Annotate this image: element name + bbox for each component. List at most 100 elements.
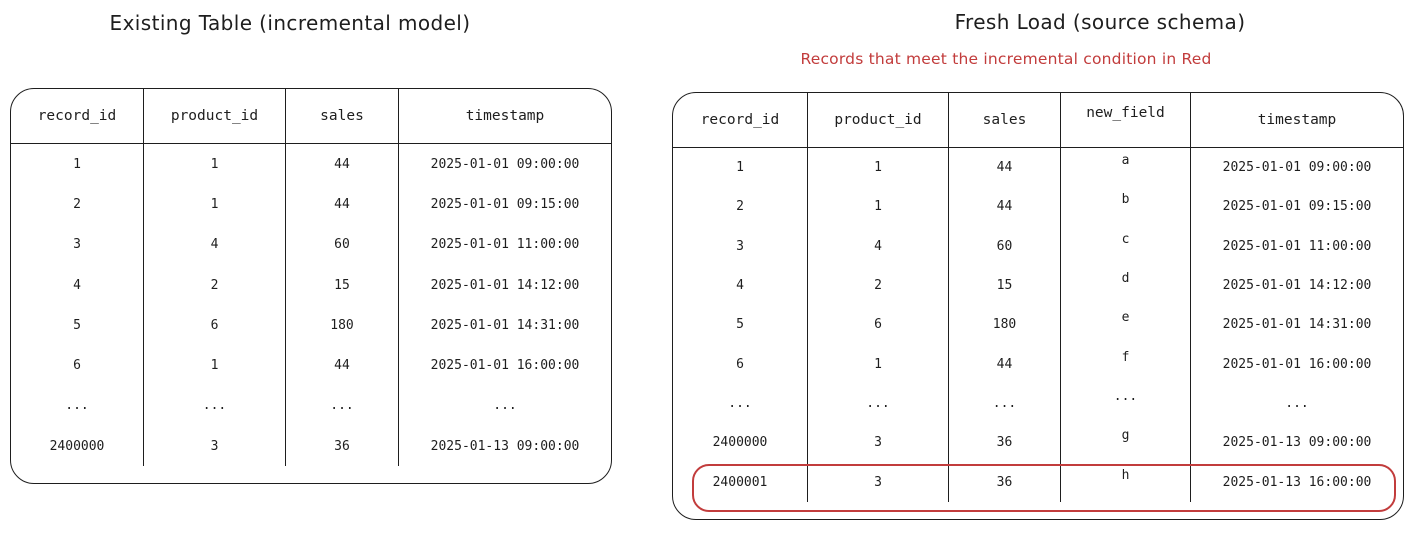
table-cell: 2400001 (673, 462, 808, 502)
table-cell: 5 (11, 305, 144, 346)
table-cell: 3 (11, 224, 144, 265)
table-cell: 2025-01-01 14:31:00 (1191, 305, 1403, 344)
table-cell: 2025-01-01 09:00:00 (399, 144, 611, 184)
table-cell: c (1061, 226, 1191, 266)
table-cell: 2400000 (11, 426, 144, 467)
table-cell: ... (144, 385, 286, 427)
cell-text: 6 (874, 317, 882, 333)
table-cell: ... (11, 385, 144, 427)
cell-text: 2400000 (49, 438, 105, 454)
cell-text: 5 (736, 317, 744, 333)
table-cell: 2025-01-01 11:00:00 (1191, 227, 1403, 266)
cell-text: ... (330, 398, 354, 414)
cell-text: 2 (73, 196, 81, 212)
cell-text: 2025-01-01 11:00:00 (1222, 238, 1372, 254)
cell-text: 44 (334, 196, 350, 212)
cell-text: h (1121, 467, 1130, 483)
table-cell: 60 (286, 224, 399, 265)
table-row: 3 4 60 2025-01-01 11:00:00 (11, 224, 611, 265)
table-cell: a (1061, 148, 1191, 188)
cell-text: 4 (210, 237, 219, 253)
cell-text: 44 (334, 156, 350, 172)
table-cell: 1 (808, 148, 949, 188)
cell-text: ... (992, 395, 1017, 411)
cell-text: 1 (874, 160, 882, 176)
table-row: 2 1 44 2025-01-01 09:15:00 (11, 184, 611, 225)
incremental-condition-note: Records that meet the incremental condit… (800, 50, 1212, 68)
table-cell: ... (1061, 383, 1191, 424)
table-cell: ... (1191, 384, 1403, 423)
cell-text: sales (982, 112, 1027, 128)
cell-text: product_id (834, 112, 922, 128)
table-cell: 44 (286, 184, 399, 225)
cell-text: ... (1113, 388, 1138, 404)
cell-text: 2025-01-01 14:12:00 (430, 277, 580, 293)
cell-text: 3 (874, 435, 882, 451)
table-cell: 6 (11, 345, 144, 386)
table-cell: 1 (144, 345, 286, 386)
column-header: product_id (808, 93, 949, 147)
table-cell: 2 (808, 265, 949, 306)
cell-text: 3 (736, 238, 744, 254)
cell-text: ... (493, 398, 517, 414)
column-header: timestamp (1191, 93, 1403, 147)
cell-text: ... (1285, 395, 1309, 411)
table-cell: f (1061, 344, 1191, 384)
cell-text: 3 (73, 237, 81, 253)
cell-text: 1 (874, 356, 882, 372)
cell-text: new_field (1086, 105, 1165, 121)
table-cell: 1 (11, 144, 144, 185)
cell-text: 2025-01-01 16:00:00 (1222, 356, 1372, 372)
table-row: ............ (11, 385, 611, 427)
table-cell: 2025-01-01 14:31:00 (399, 305, 611, 345)
cell-text: 180 (330, 317, 354, 333)
table-cell: 2025-01-13 09:00:00 (1191, 423, 1403, 462)
cell-text: record_id (700, 112, 780, 128)
cell-text: 4 (874, 238, 882, 254)
table-cell: 6 (144, 305, 286, 346)
table-cell: 2025-01-01 09:15:00 (1191, 187, 1403, 226)
table-cell: 180 (949, 305, 1061, 345)
table-cell: 44 (949, 344, 1061, 384)
cell-text: 2025-01-01 09:00:00 (430, 156, 580, 172)
column-header: sales (286, 89, 399, 143)
cell-text: 1 (210, 196, 219, 212)
cell-text: 2025-01-01 11:00:00 (430, 237, 580, 253)
table-cell: 3 (673, 226, 808, 266)
table-cell: 3 (808, 462, 949, 502)
cell-text: a (1121, 153, 1130, 169)
cell-text: 2025-01-13 09:00:00 (430, 438, 580, 454)
column-header: product_id (144, 89, 286, 143)
cell-text: timestamp (1257, 112, 1337, 128)
column-header: record_id (11, 89, 144, 143)
column-header: record_id (673, 93, 808, 147)
table-cell: 15 (286, 264, 399, 306)
cell-text: c (1121, 231, 1130, 247)
cell-text: sales (320, 108, 364, 124)
cell-text: 2025-01-01 14:31:00 (1222, 317, 1372, 333)
table-cell: 2025-01-13 09:00:00 (399, 426, 611, 466)
cell-text: 4 (736, 278, 744, 294)
table-cell: 2025-01-01 09:00:00 (1191, 148, 1403, 187)
fresh-load-table: record_id product_id sales new_field timesta… (672, 92, 1404, 520)
cell-text: g (1121, 428, 1130, 444)
cell-text: 2025-01-13 16:00:00 (1222, 474, 1372, 490)
header-row: record_id product_id sales new_field timesta… (673, 93, 1403, 148)
table-cell: 1 (144, 184, 286, 225)
table-cell: 1 (144, 144, 286, 185)
table-cell: 1 (673, 148, 808, 188)
cell-text: 2 (210, 277, 219, 293)
cell-text: d (1121, 271, 1130, 287)
cell-text: 2025-01-01 09:15:00 (430, 196, 580, 212)
right-table-title: Fresh Load (source schema) (954, 10, 1246, 34)
table-cell: 60 (949, 226, 1061, 266)
